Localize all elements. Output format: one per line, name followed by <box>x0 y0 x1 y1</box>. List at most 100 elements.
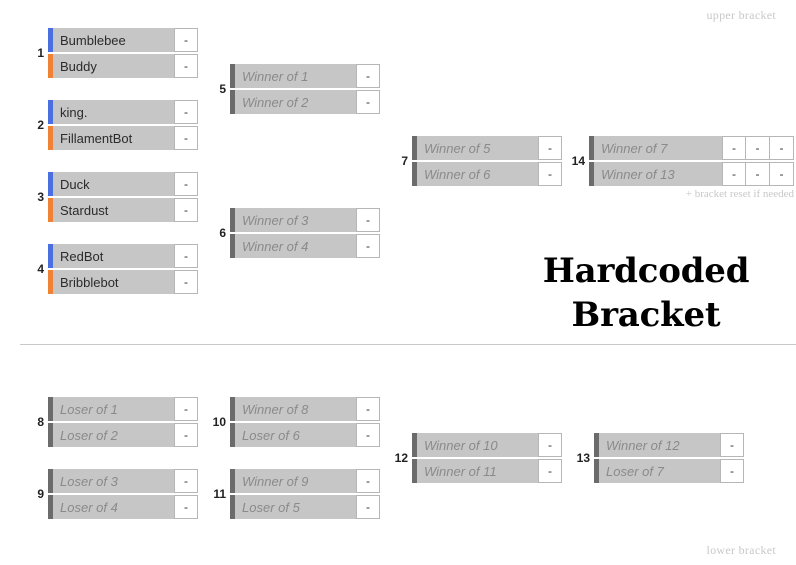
team-row[interactable]: Winner of 9- <box>230 469 380 493</box>
bracket-reset-note: + bracket reset if needed <box>685 188 794 200</box>
score-cell[interactable]: - <box>174 270 198 294</box>
team-name[interactable]: Bribblebot <box>53 270 174 294</box>
team-row[interactable]: Winner of 2- <box>230 90 380 114</box>
score-cell[interactable]: - <box>174 495 198 519</box>
team-row[interactable]: Stardust- <box>48 198 198 222</box>
team-name[interactable]: Winner of 13 <box>594 162 722 186</box>
score-cell[interactable]: - <box>722 162 746 186</box>
seed-bar-icon <box>48 198 53 222</box>
team-row[interactable]: Winner of 3- <box>230 208 380 232</box>
score-cell[interactable]: - <box>356 90 380 114</box>
team-name[interactable]: Loser of 5 <box>235 495 356 519</box>
score-cell[interactable]: - <box>356 234 380 258</box>
score-cell[interactable]: - <box>356 423 380 447</box>
score-cell[interactable]: - <box>174 423 198 447</box>
score-cell[interactable]: - <box>174 28 198 52</box>
score-cell[interactable]: - <box>356 495 380 519</box>
team-name[interactable]: Winner of 12 <box>599 433 720 457</box>
team-name[interactable]: Loser of 7 <box>599 459 720 483</box>
score-cell[interactable]: - <box>538 459 562 483</box>
seed-bar-icon <box>594 459 599 483</box>
match-number: 14 <box>571 154 585 168</box>
team-name[interactable]: RedBot <box>53 244 174 268</box>
team-row[interactable]: Winner of 5- <box>412 136 562 160</box>
team-name[interactable]: Winner of 11 <box>417 459 538 483</box>
score-cell[interactable]: - <box>356 397 380 421</box>
team-row[interactable]: Winner of 8- <box>230 397 380 421</box>
team-row[interactable]: Loser of 6- <box>230 423 380 447</box>
team-row[interactable]: Winner of 7--- <box>589 136 794 160</box>
score-cell[interactable]: - <box>746 136 770 160</box>
team-name[interactable]: Loser of 1 <box>53 397 174 421</box>
team-name[interactable]: Winner of 3 <box>235 208 356 232</box>
team-row[interactable]: Winner of 6- <box>412 162 562 186</box>
team-name[interactable]: Loser of 2 <box>53 423 174 447</box>
team-name[interactable]: Stardust <box>53 198 174 222</box>
team-name[interactable]: Winner of 1 <box>235 64 356 88</box>
team-row[interactable]: Loser of 5- <box>230 495 380 519</box>
score-cell[interactable]: - <box>174 397 198 421</box>
team-row[interactable]: Bribblebot- <box>48 270 198 294</box>
team-row[interactable]: Winner of 10- <box>412 433 562 457</box>
team-name[interactable]: king. <box>53 100 174 124</box>
team-row[interactable]: Winner of 1- <box>230 64 380 88</box>
team-name[interactable]: Winner of 2 <box>235 90 356 114</box>
score-cell[interactable]: - <box>770 136 794 160</box>
score-cell[interactable]: - <box>770 162 794 186</box>
team-name[interactable]: Winner of 6 <box>417 162 538 186</box>
score-cell[interactable]: - <box>538 162 562 186</box>
team-row[interactable]: Winner of 11- <box>412 459 562 483</box>
team-row[interactable]: Buddy- <box>48 54 198 78</box>
team-name[interactable]: Loser of 3 <box>53 469 174 493</box>
score-cell[interactable]: - <box>538 433 562 457</box>
team-row[interactable]: Winner of 13--- <box>589 162 794 186</box>
team-row[interactable]: Winner of 4- <box>230 234 380 258</box>
score-cell[interactable]: - <box>746 162 770 186</box>
score-cell[interactable]: - <box>356 469 380 493</box>
team-name[interactable]: Winner of 4 <box>235 234 356 258</box>
team-name[interactable]: Duck <box>53 172 174 196</box>
score-cell[interactable]: - <box>722 136 746 160</box>
match-number: 5 <box>219 82 226 96</box>
team-name[interactable]: Winner of 8 <box>235 397 356 421</box>
seed-bar-icon <box>230 208 235 232</box>
score-cell[interactable]: - <box>538 136 562 160</box>
score-cell[interactable]: - <box>174 126 198 150</box>
score-cell[interactable]: - <box>174 172 198 196</box>
score-cell[interactable]: - <box>174 100 198 124</box>
team-name[interactable]: Bumblebee <box>53 28 174 52</box>
team-row[interactable]: king.- <box>48 100 198 124</box>
team-row[interactable]: Loser of 7- <box>594 459 744 483</box>
team-name[interactable]: Buddy <box>53 54 174 78</box>
team-row[interactable]: Loser of 4- <box>48 495 198 519</box>
team-row[interactable]: FillamentBot- <box>48 126 198 150</box>
team-name[interactable]: Winner of 10 <box>417 433 538 457</box>
team-row[interactable]: Loser of 2- <box>48 423 198 447</box>
score-cell[interactable]: - <box>174 198 198 222</box>
team-name[interactable]: Winner of 7 <box>594 136 722 160</box>
match-rows: king.-FillamentBot- <box>48 100 198 150</box>
team-row[interactable]: Loser of 1- <box>48 397 198 421</box>
team-name[interactable]: FillamentBot <box>53 126 174 150</box>
team-row[interactable]: Bumblebee- <box>48 28 198 52</box>
score-cell[interactable]: - <box>356 64 380 88</box>
score-cell[interactable]: - <box>174 469 198 493</box>
seed-bar-icon <box>412 162 417 186</box>
team-row[interactable]: Loser of 3- <box>48 469 198 493</box>
team-name[interactable]: Loser of 4 <box>53 495 174 519</box>
team-name[interactable]: Winner of 5 <box>417 136 538 160</box>
team-name[interactable]: Winner of 9 <box>235 469 356 493</box>
score-cell[interactable]: - <box>720 433 744 457</box>
match-rows: Winner of 12-Loser of 7- <box>594 433 744 483</box>
score-cell[interactable]: - <box>720 459 744 483</box>
page-title: Hardcoded Bracket <box>542 251 750 335</box>
score-cell[interactable]: - <box>174 244 198 268</box>
team-row[interactable]: RedBot- <box>48 244 198 268</box>
seed-bar-icon <box>412 459 417 483</box>
team-row[interactable]: Winner of 12- <box>594 433 744 457</box>
team-name[interactable]: Loser of 6 <box>235 423 356 447</box>
score-cell[interactable]: - <box>356 208 380 232</box>
team-row[interactable]: Duck- <box>48 172 198 196</box>
score-cell[interactable]: - <box>174 54 198 78</box>
